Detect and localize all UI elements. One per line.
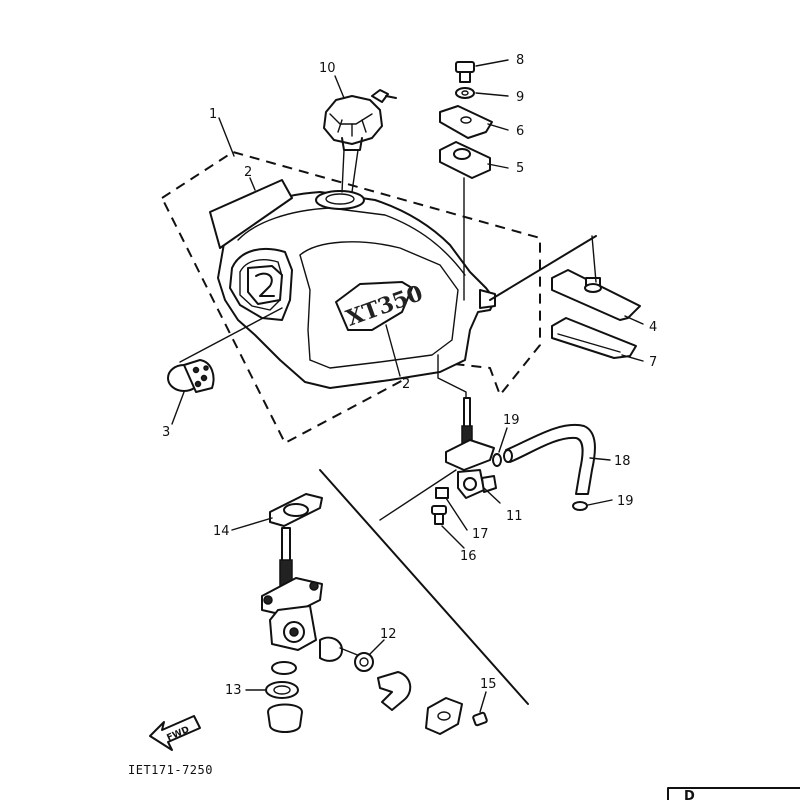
- bowl-washer: [271, 661, 297, 675]
- callout-9: 9: [516, 90, 524, 105]
- washer: [455, 87, 475, 99]
- cock-washer: [435, 487, 449, 499]
- gasket-plate: [231, 493, 323, 531]
- callout-10: 10: [319, 61, 336, 76]
- callout-8: 8: [516, 53, 524, 68]
- callout-4: 4: [649, 320, 657, 335]
- mounting-hardware: [439, 61, 493, 301]
- callout-1: 1: [209, 107, 217, 122]
- lever-parts: [319, 636, 361, 662]
- fuel-cap: [323, 89, 397, 193]
- forward-arrow-icon: FWD: [149, 715, 201, 751]
- fuel-hose: [503, 423, 596, 495]
- callout-2: 2: [244, 165, 252, 180]
- tank-damper: [167, 307, 283, 393]
- cock-lever: [377, 671, 412, 711]
- cock-screw: [431, 505, 447, 525]
- upper-bracket-plate: [439, 105, 493, 139]
- cock-o-ring: [354, 639, 385, 672]
- sediment-cup: [267, 703, 303, 733]
- hose-clip-lower: [572, 499, 613, 511]
- callout-19: 19: [617, 494, 634, 509]
- leader-lines: [171, 59, 644, 425]
- side-decal-plate: [209, 179, 293, 249]
- callout-3: 3: [162, 425, 170, 440]
- callout-labels: 1 2 2 3 4 5 6 7 8 9 10 11 12 13 14 15 16…: [162, 53, 657, 698]
- corner-mark: D: [667, 787, 800, 800]
- rear-mount-plate: [551, 317, 637, 359]
- callout-14: 14: [213, 524, 230, 539]
- callout-17: 17: [472, 527, 489, 542]
- sediment-o-ring: [245, 681, 299, 699]
- callout-19: 19: [503, 413, 520, 428]
- rear-mount-bracket: [489, 235, 641, 321]
- hose-clip-upper: [492, 427, 508, 467]
- assembly-boundary: [160, 150, 541, 445]
- fuel-cock: [445, 397, 501, 504]
- callout-12: 12: [380, 627, 397, 642]
- callout-13: 13: [225, 683, 242, 698]
- callout-18: 18: [614, 454, 631, 469]
- callout-7: 7: [649, 355, 657, 370]
- fuel-tank: XT350: [217, 190, 496, 389]
- callout-5: 5: [516, 161, 524, 176]
- bolt: [455, 61, 475, 83]
- fuel-cock-body: [261, 527, 323, 651]
- callout-2: 2: [402, 377, 410, 392]
- corner-mark-letter: D: [684, 789, 695, 800]
- callout-6: 6: [516, 124, 524, 139]
- damper-block: [439, 141, 491, 179]
- reference-code: IET171-7250: [128, 763, 213, 777]
- callout-16: 16: [460, 549, 477, 564]
- callout-15: 15: [480, 677, 497, 692]
- callout-11: 11: [506, 509, 523, 524]
- cock-cover-plate: [425, 697, 463, 735]
- cover-screw: [472, 691, 488, 727]
